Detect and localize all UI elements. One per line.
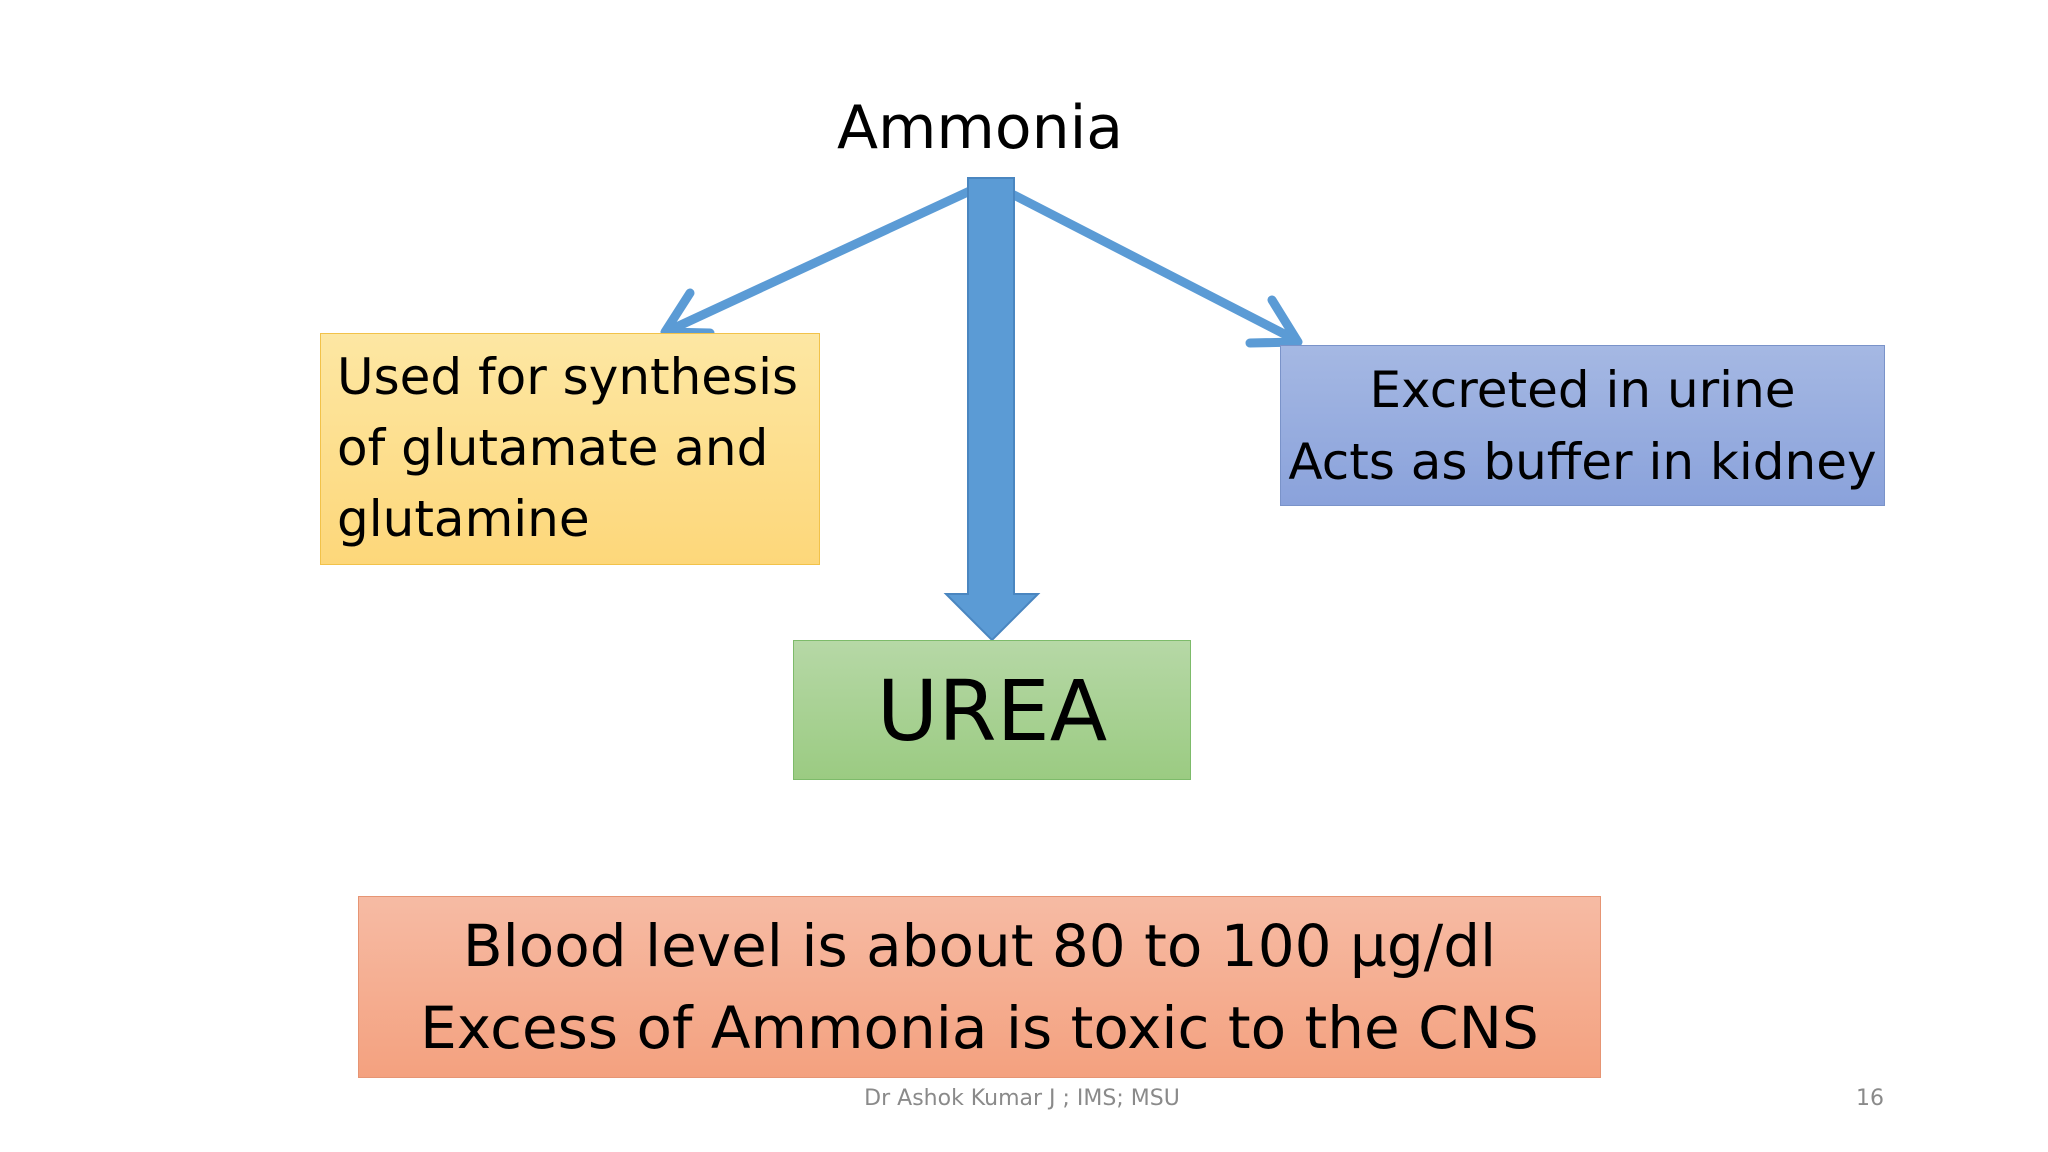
left-box-line-3: glutamine <box>337 490 590 548</box>
arrow-to-left-box <box>660 185 977 338</box>
right-box-line-2: Acts as buffer in kidney <box>1288 433 1877 491</box>
page-number: 16 <box>1856 1086 1884 1111</box>
bottom-box-line-1: Blood level is about 80 to 100 µg/dl <box>462 912 1497 980</box>
bottom-box-line-2: Excess of Ammonia is toxic to the CNS <box>420 994 1539 1062</box>
urine-excretion-box: Excreted in urine Acts as buffer in kidn… <box>1280 345 1885 506</box>
ammonia-title: Ammonia <box>836 93 1124 163</box>
arrow-to-right-box <box>1003 187 1303 348</box>
left-box-line-2: of glutamate and <box>337 419 769 477</box>
right-box-line-1: Excreted in urine <box>1369 361 1796 419</box>
left-box-line-1: Used for synthesis <box>337 348 799 406</box>
urea-box: UREA <box>793 640 1191 780</box>
blood-level-box: Blood level is about 80 to 100 µg/dl Exc… <box>358 896 1601 1078</box>
glutamate-synthesis-box: Used for synthesis of glutamate and glut… <box>320 333 820 565</box>
arrow-to-urea <box>943 177 1041 642</box>
footer-author: Dr Ashok Kumar J ; IMS; MSU <box>864 1086 1180 1111</box>
